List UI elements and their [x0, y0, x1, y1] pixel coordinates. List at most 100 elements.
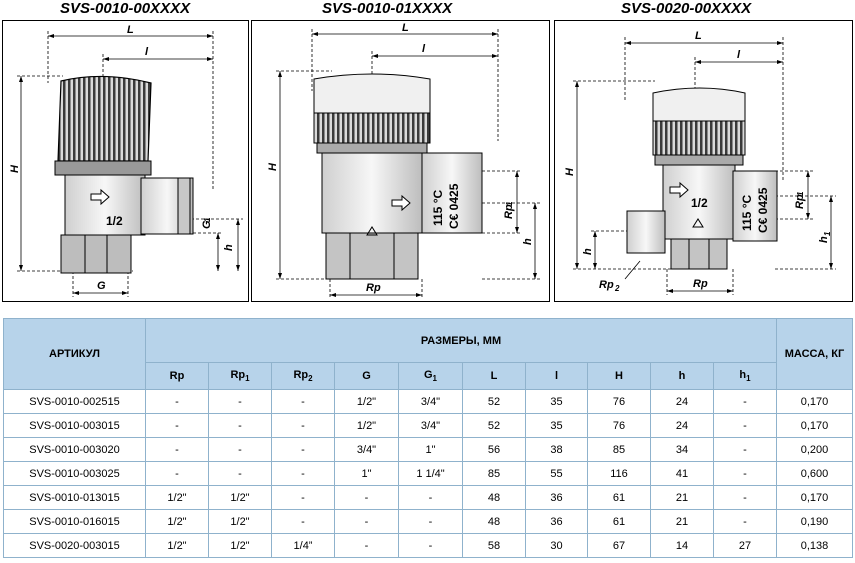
dimension-cell: 52 [462, 389, 526, 414]
dim-Rp1-label-3: Rp [794, 194, 806, 209]
size-mark-1: 1/2 [106, 214, 123, 228]
dimension-cell: 24 [650, 413, 714, 438]
article-cell: SVS-0010-002515 [3, 389, 146, 414]
dimension-cell: 1/2" [145, 485, 209, 510]
dim-H-label: H [9, 164, 21, 173]
dimension-cell: - [398, 485, 463, 510]
dim-Rp1-subscript-2: 1 [505, 201, 514, 206]
dimension-cell: - [145, 389, 209, 414]
header-mass: МАССА, КГ [776, 318, 853, 390]
dim-h-label-2: h [522, 238, 534, 245]
dimension-cell: 1/2" [334, 389, 399, 414]
article-cell: SVS-0010-016015 [3, 509, 146, 534]
dimension-cell: - [334, 509, 399, 534]
dimension-cell: 41 [650, 461, 714, 486]
header-dim-6: l [525, 362, 588, 390]
dimension-cell: 1/2" [334, 413, 399, 438]
dimension-cell: 27 [713, 533, 777, 558]
dimension-cell: 3/4" [334, 437, 399, 462]
valve-drawing-2: 115 °C C€ 0425 L l H Rp 1 h Rp [267, 22, 540, 299]
dimension-cell: - [398, 533, 463, 558]
dimension-cell: - [208, 389, 272, 414]
article-cell: SVS-0010-003025 [3, 461, 146, 486]
dimension-cell: 1/2" [208, 485, 272, 510]
dimension-cell: - [334, 485, 399, 510]
mass-cell: 0,200 [776, 437, 853, 462]
dim-Rp1-label-2: Rp [503, 204, 515, 219]
dimension-cell: - [208, 437, 272, 462]
dim-Rp1-subscript-3: 1 [796, 191, 805, 196]
dimension-cell: - [713, 485, 777, 510]
dimension-cell: 38 [525, 437, 588, 462]
dimension-cell: 21 [650, 509, 714, 534]
dimension-cell: - [398, 509, 463, 534]
dimension-cell: 1" [398, 437, 463, 462]
dim-Rp-label-2: Rp [366, 282, 381, 294]
dimension-cell: - [271, 485, 335, 510]
temp-mark-2: 115 °C [431, 190, 445, 226]
dim-Rp2-label-3: Rp [599, 279, 614, 291]
mass-cell: 0,190 [776, 509, 853, 534]
header-dim-4: G1 [398, 362, 463, 390]
dimension-cell: 35 [525, 413, 588, 438]
article-cell: SVS-0010-003020 [3, 437, 146, 462]
dim-l-label-3: l [737, 49, 741, 61]
dimension-cell: 3/4" [398, 413, 463, 438]
dimension-cell: 1/2" [145, 533, 209, 558]
header-dim-1: Rp1 [208, 362, 272, 390]
dimension-cell: - [334, 533, 399, 558]
dim-G-label: G [97, 280, 106, 292]
dimension-cell: - [271, 413, 335, 438]
dimension-cell: - [713, 437, 777, 462]
dimension-cell: - [145, 461, 209, 486]
dimension-cell: 1" [334, 461, 399, 486]
dim-h-label-3: h [582, 248, 594, 255]
header-dim-3: G [334, 362, 399, 390]
dimension-cell: 1/2" [208, 509, 272, 534]
dim-L-label-2: L [402, 22, 409, 34]
diagram-panel-3: 1/2 115 °C C€ 0425 L l H Rp 1 h 1 h Rp 2… [554, 20, 853, 302]
header-dim-9: h1 [713, 362, 777, 390]
dimension-cell: - [713, 389, 777, 414]
article-cell: SVS-0020-003015 [3, 533, 146, 558]
dim-H-label-3: H [564, 167, 576, 176]
article-cell: SVS-0010-013015 [3, 485, 146, 510]
header-dimensions: РАЗМЕРЫ, ММ [145, 318, 777, 363]
dim-Rp-label-3: Rp [693, 278, 708, 290]
dim-h1-label-3: h [818, 236, 830, 243]
dim-l-label: l [145, 46, 149, 58]
dimension-cell: 1/2" [208, 533, 272, 558]
dim-L-label-3: L [695, 30, 702, 42]
dimension-cell: - [713, 509, 777, 534]
dimension-cell: 116 [587, 461, 651, 486]
dim-G1-label: G [201, 220, 213, 229]
dimension-cell: 61 [587, 485, 651, 510]
mass-cell: 0,600 [776, 461, 853, 486]
dim-L-label: L [127, 24, 134, 36]
mass-cell: 0,170 [776, 485, 853, 510]
diagram-panel-1: 1/2 L l H G 1 h G [2, 20, 249, 302]
ce-mark-3: C€ 0425 [756, 187, 770, 233]
dimension-cell: 35 [525, 389, 588, 414]
dim-h-label: h [223, 244, 235, 251]
valve-drawing-1: 1/2 L l H G 1 h G [9, 24, 243, 297]
dim-l-label-2: l [422, 43, 426, 55]
dimension-cell: 56 [462, 437, 526, 462]
mass-cell: 0,170 [776, 389, 853, 414]
dimension-cell: 36 [525, 485, 588, 510]
dimension-cell: 24 [650, 389, 714, 414]
dimension-cell: 85 [587, 437, 651, 462]
dimension-cell: 58 [462, 533, 526, 558]
diagram-title-1: SVS-0010-00XXXX [60, 0, 191, 17]
dimension-cell: 76 [587, 389, 651, 414]
dimension-cell: 14 [650, 533, 714, 558]
dimension-cell: 30 [525, 533, 588, 558]
